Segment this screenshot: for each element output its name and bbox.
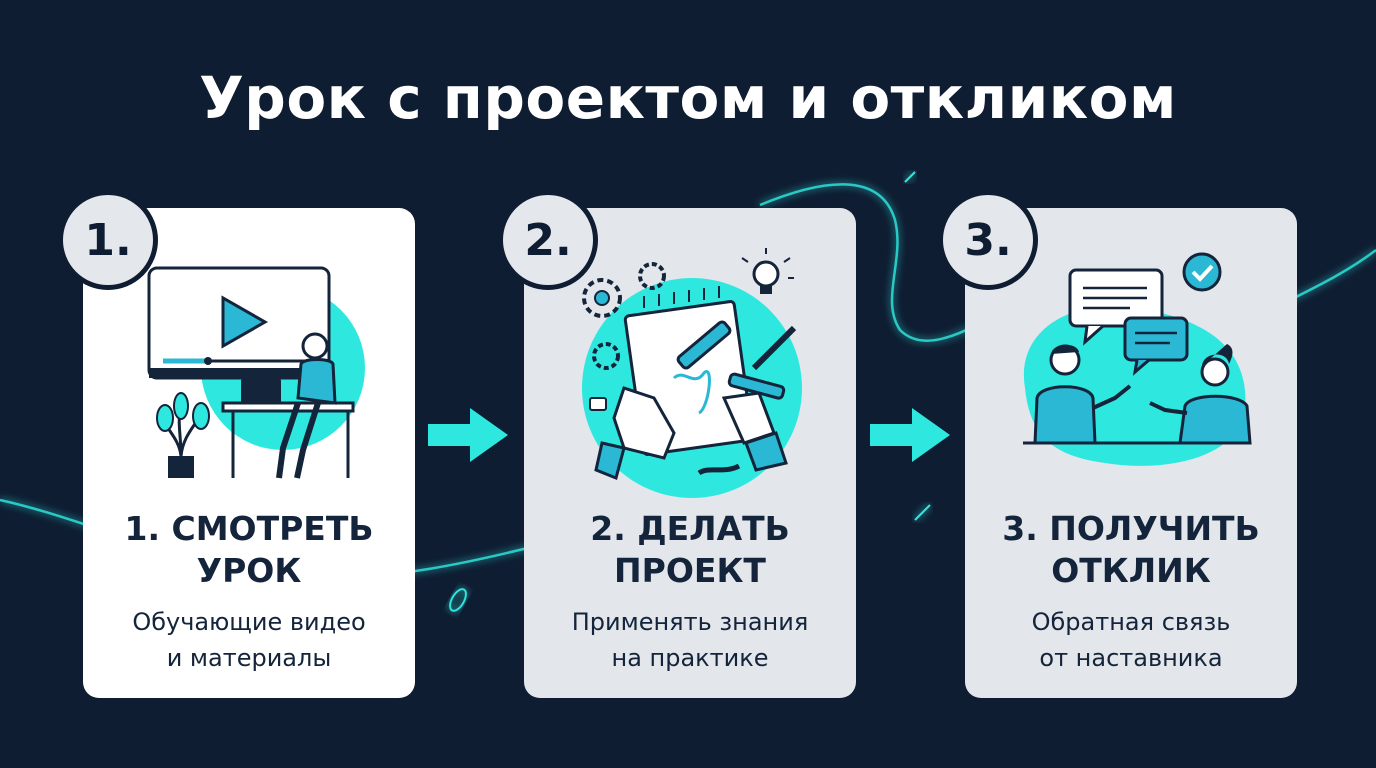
step-number-badge: 3. <box>938 190 1038 290</box>
feedback-illustration <box>1023 252 1252 466</box>
step-description-line: Обратная связь <box>1031 608 1231 636</box>
step-description-line: на практике <box>611 644 769 672</box>
step-title-line: 1. СМОТРЕТЬ <box>124 509 374 548</box>
step-card-do-project: 2. ДЕЛАТЬ ПРОЕКТ Применять знания на пра… <box>524 208 856 698</box>
step-title-line: 3. ПОЛУЧИТЬ <box>1002 509 1260 548</box>
arrow-right-icon <box>428 408 508 462</box>
step-title: 1. СМОТРЕТЬ УРОК <box>93 508 405 592</box>
step-description-line: и материалы <box>166 644 332 672</box>
step-card-watch-lesson: 1. СМОТРЕТЬ УРОК Обучающие видео и матер… <box>83 208 415 698</box>
step-title: 2. ДЕЛАТЬ ПРОЕКТ <box>534 508 846 592</box>
step-title: 3. ПОЛУЧИТЬ ОТКЛИК <box>975 508 1287 592</box>
step-title-line: ОТКЛИК <box>1051 551 1211 590</box>
step-description-line: Применять знания <box>571 608 809 636</box>
step-title-line: УРОК <box>196 551 302 590</box>
step-number-badge: 2. <box>498 190 598 290</box>
step-description: Применять знания на практике <box>534 604 846 676</box>
step-card-get-feedback: 3. ПОЛУЧИТЬ ОТКЛИК Обратная связь от нас… <box>965 208 1297 698</box>
step-description-line: Обучающие видео <box>132 608 366 636</box>
step-title-line: ПРОЕКТ <box>614 551 766 590</box>
video-lesson-illustration <box>147 266 365 479</box>
step-description: Обратная связь от наставника <box>975 604 1287 676</box>
arrow-right-icon <box>870 408 950 462</box>
step-description-line: от наставника <box>1039 644 1223 672</box>
step-title-line: 2. ДЕЛАТЬ <box>590 509 790 548</box>
page-title: Урок с проектом и откликом <box>199 64 1177 132</box>
project-work-illustration <box>582 248 802 498</box>
step-description: Обучающие видео и материалы <box>93 604 405 676</box>
step-number-badge: 1. <box>58 190 158 290</box>
